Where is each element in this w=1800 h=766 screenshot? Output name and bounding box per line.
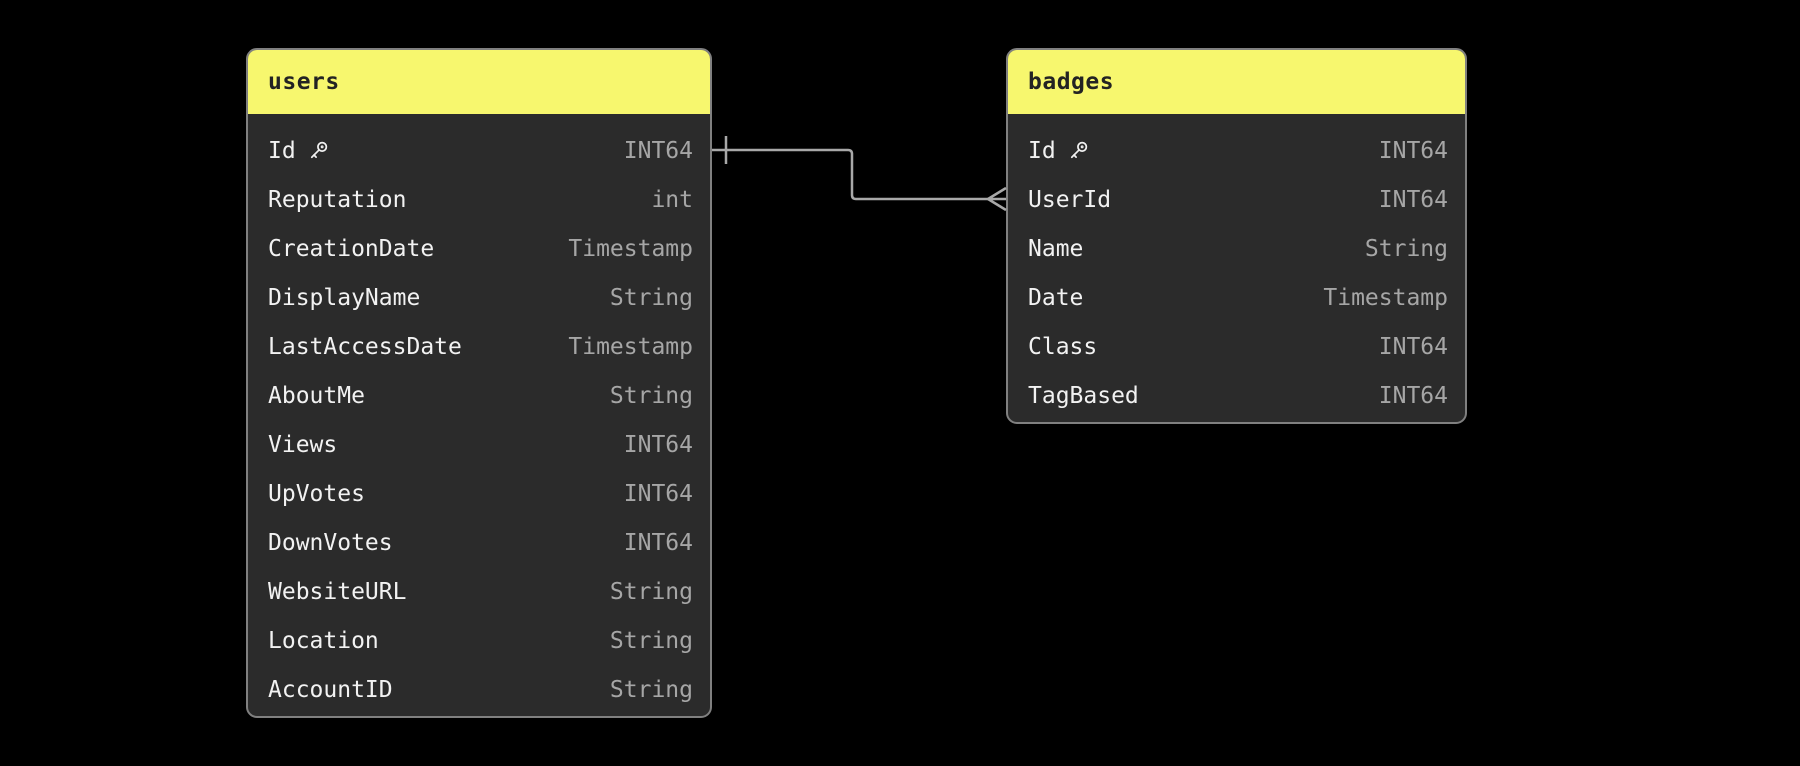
field-type: String — [609, 578, 693, 605]
field-row[interactable]: CreationDate Timestamp — [248, 224, 710, 273]
table-header[interactable]: badges — [1008, 50, 1465, 114]
field-row[interactable]: UserId INT64 — [1008, 175, 1465, 224]
primary-key-icon — [307, 139, 330, 162]
field-name: DisplayName — [268, 284, 421, 311]
field-row[interactable]: Name String — [1008, 224, 1465, 273]
field-type: int — [651, 186, 693, 213]
field-type: INT64 — [1378, 186, 1448, 213]
primary-key-icon — [1067, 139, 1090, 162]
field-type: String — [609, 284, 693, 311]
field-name: LastAccessDate — [268, 333, 462, 360]
field-name: AccountID — [268, 676, 393, 703]
field-row[interactable]: Id INT64 — [248, 126, 710, 175]
field-name: DownVotes — [268, 529, 393, 556]
field-name: WebsiteURL — [268, 578, 407, 605]
field-name: AboutMe — [268, 382, 365, 409]
field-type: INT64 — [1378, 137, 1448, 164]
field-row[interactable]: DisplayName String — [248, 273, 710, 322]
field-type: String — [609, 382, 693, 409]
field-name: Location — [268, 627, 379, 654]
field-row[interactable]: Id INT64 — [1008, 126, 1465, 175]
field-row[interactable]: WebsiteURL String — [248, 567, 710, 616]
field-row[interactable]: DownVotes INT64 — [248, 518, 710, 567]
field-type: String — [609, 676, 693, 703]
field-type: INT64 — [1378, 333, 1448, 360]
field-name: UserId — [1028, 186, 1112, 213]
many-cardinality-crow-foot-marker — [987, 186, 1007, 212]
field-row[interactable]: AccountID String — [248, 665, 710, 714]
field-row[interactable]: Views INT64 — [248, 420, 710, 469]
field-name: Reputation — [268, 186, 407, 213]
field-type: Timestamp — [1323, 284, 1448, 311]
field-row[interactable]: Class INT64 — [1008, 322, 1465, 371]
field-row[interactable]: LastAccessDate Timestamp — [248, 322, 710, 371]
field-type: String — [609, 627, 693, 654]
table-header[interactable]: users — [248, 50, 710, 114]
field-name: Name — [1028, 235, 1084, 262]
field-type: INT64 — [623, 480, 693, 507]
field-row[interactable]: Date Timestamp — [1008, 273, 1465, 322]
field-type: INT64 — [623, 431, 693, 458]
field-type: INT64 — [623, 529, 693, 556]
table-title: badges — [1028, 69, 1115, 95]
field-type: String — [1364, 235, 1448, 262]
field-name: Class — [1028, 333, 1098, 360]
field-name: Id — [268, 137, 296, 164]
field-row[interactable]: TagBased INT64 — [1008, 371, 1465, 420]
relationship-line[interactable] — [712, 148, 988, 201]
field-row[interactable]: Reputation int — [248, 175, 710, 224]
field-type: Timestamp — [568, 333, 693, 360]
field-type: INT64 — [623, 137, 693, 164]
table-title: users — [268, 69, 340, 95]
field-name: UpVotes — [268, 480, 365, 507]
field-row[interactable]: Location String — [248, 616, 710, 665]
field-row[interactable]: UpVotes INT64 — [248, 469, 710, 518]
field-name: Date — [1028, 284, 1084, 311]
field-name: CreationDate — [268, 235, 435, 262]
field-row[interactable]: AboutMe String — [248, 371, 710, 420]
field-type: INT64 — [1378, 382, 1448, 409]
field-type: Timestamp — [568, 235, 693, 262]
field-name: Id — [1028, 137, 1056, 164]
field-name: Views — [268, 431, 338, 458]
field-name: TagBased — [1028, 382, 1139, 409]
